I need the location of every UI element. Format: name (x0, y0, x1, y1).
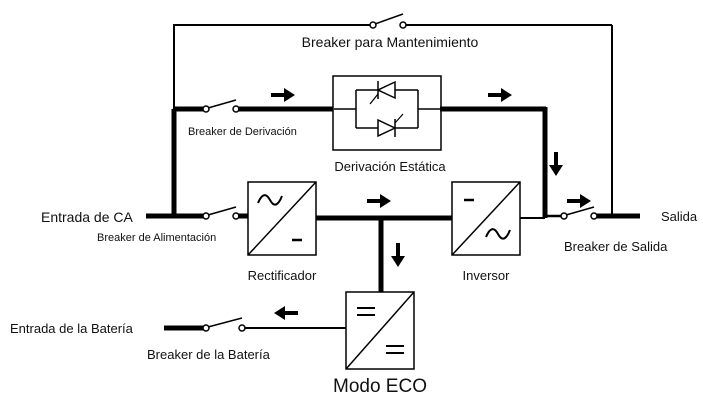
flow-arrow-down-icon (391, 243, 405, 267)
static-bypass-label: Derivación Estática (334, 159, 446, 174)
battery-input-label: Entrada de la Batería (10, 321, 134, 336)
ac-input-label: Entrada de CA (41, 209, 133, 225)
ac-wave-icon (257, 194, 283, 206)
battery-converter-box (345, 291, 415, 370)
flow-arrow-down-icon (549, 152, 563, 176)
rectifier-label: Rectificador (248, 268, 317, 283)
maintenance-breaker-label: Breaker para Mantenimiento (302, 34, 479, 50)
ac-wave-icon (485, 228, 511, 240)
thyristor-upper-icon (369, 80, 396, 105)
diagram-title: Modo ECO (333, 376, 427, 396)
flow-arrow-left-icon (274, 306, 298, 320)
input-breaker-switch (202, 206, 240, 220)
output-breaker-switch (560, 206, 598, 220)
inverter-label: Inversor (463, 268, 511, 283)
flow-arrow-right-icon (488, 88, 512, 102)
input-breaker-label: Breaker de Alimentación (97, 232, 216, 244)
bypass-breaker-label: Breaker de Derivación (188, 126, 297, 138)
output-label: Salida (661, 209, 698, 224)
thyristor-lower-icon (377, 113, 404, 138)
rectifier-box (247, 181, 317, 256)
bypass-breaker-switch (202, 99, 240, 113)
inverter-box (451, 181, 521, 256)
flow-arrow-right-icon (567, 194, 591, 208)
output-breaker-label: Breaker de Salida (564, 239, 668, 254)
battery-breaker-label: Breaker de la Batería (147, 347, 271, 362)
flow-arrow-right-icon (367, 194, 391, 208)
flow-arrow-right-icon (271, 88, 295, 102)
battery-breaker-switch (202, 317, 246, 332)
maintenance-breaker-switch (369, 13, 407, 29)
static-bypass-box (332, 75, 442, 151)
